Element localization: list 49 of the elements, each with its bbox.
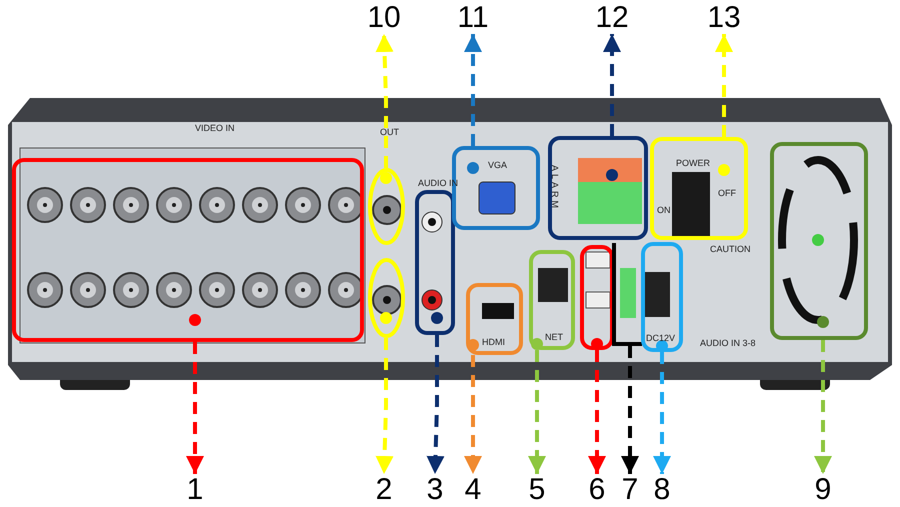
leader-arrow (621, 346, 639, 474)
panel-marking: ON (657, 205, 670, 215)
panel-marking: VGA (488, 160, 508, 170)
callout-number: 2 (366, 474, 402, 506)
highlight-outline (368, 258, 405, 338)
callout-number: 13 (706, 2, 742, 34)
highlight-outline (12, 158, 364, 342)
leader-arrow (426, 335, 445, 474)
leader-arrow (528, 350, 546, 474)
panel-marking: VIDEO IN (195, 123, 235, 133)
callout-number: 10 (366, 2, 402, 34)
highlight-outline (612, 243, 642, 346)
panel-marking: ALARM (550, 165, 560, 212)
callout-number: 9 (805, 474, 841, 506)
panel-marking: DC12V (646, 333, 676, 343)
panel-marking: HDMI (482, 337, 505, 347)
highlight-outline (368, 168, 405, 245)
panel-marking: CAUTION (710, 244, 750, 254)
callout-number: 11 (455, 2, 491, 34)
leader-arrow (715, 34, 733, 137)
highlight-outline (529, 250, 575, 350)
leader-arrow (464, 34, 482, 146)
panel-marking: OUT (380, 127, 399, 137)
highlight-outline (415, 190, 455, 335)
callout-number: 4 (455, 474, 491, 506)
panel-marking: OFF (718, 188, 736, 198)
leader-arrow (653, 352, 671, 474)
callout-number: 12 (594, 2, 630, 34)
highlight-outline (770, 142, 868, 340)
leader-arrow (376, 34, 394, 168)
highlight-outline (650, 137, 748, 240)
panel-marking: AUDIO IN 3-8 (700, 338, 756, 348)
highlight-outline (580, 245, 614, 350)
callout-number: 6 (579, 474, 615, 506)
highlight-outline (548, 136, 648, 240)
callout-number: 1 (177, 474, 213, 506)
panel-marking: AUDIO IN (418, 178, 458, 188)
highlight-outline (466, 283, 523, 355)
panel-marking: NET (545, 332, 563, 342)
callout-number: 5 (519, 474, 555, 506)
leader-arrow (464, 355, 482, 474)
highlight-outline (641, 242, 683, 352)
leader-arrow (186, 342, 204, 474)
leader-arrow (588, 350, 606, 474)
leader-arrow (376, 338, 394, 474)
leader-arrow (814, 340, 832, 474)
callout-number: 3 (417, 474, 453, 506)
panel-marking: POWER (676, 158, 710, 168)
leader-arrow (603, 34, 621, 136)
